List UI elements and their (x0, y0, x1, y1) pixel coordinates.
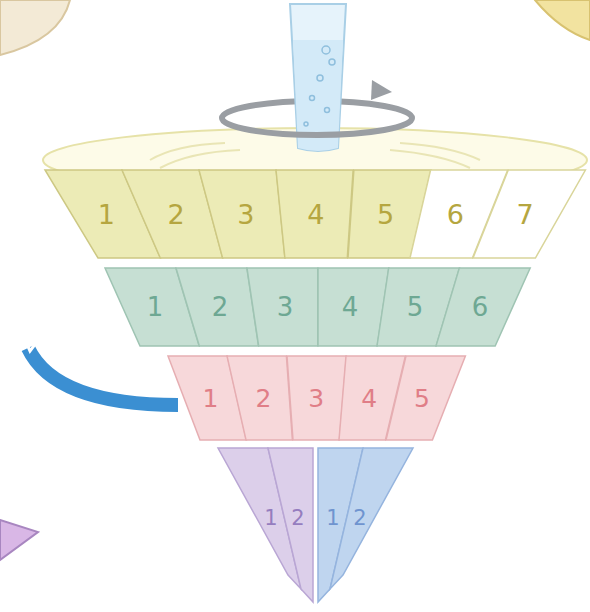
segment-outline (330, 448, 413, 589)
segment-number: 3 (277, 294, 294, 320)
segment-number: 1 (326, 508, 339, 529)
segment-number: 2 (168, 201, 185, 228)
segment-number: 7 (517, 201, 534, 228)
torn-edge (20, 342, 36, 351)
funnel-segment: 5 (386, 356, 465, 440)
segment-outline (247, 268, 318, 346)
bubble (310, 96, 315, 101)
glass (290, 4, 346, 151)
segment-number: 6 (472, 294, 489, 320)
segment-outline (276, 170, 353, 258)
corner-shape (535, 0, 590, 40)
segment-number: 1 (98, 201, 115, 228)
segment-number: 2 (212, 294, 229, 320)
segment-number: 2 (255, 386, 271, 411)
funnel-segment: 3 (287, 356, 346, 440)
segment-number: 5 (407, 294, 424, 320)
segment-number: 3 (237, 201, 254, 228)
funnel-segment: 4 (276, 170, 353, 258)
bubble (325, 108, 330, 113)
funnel-segment: 2 (176, 268, 259, 346)
funnel-segment: 6 (436, 268, 530, 346)
segment-number: 1 (202, 386, 218, 411)
swirl (160, 150, 240, 168)
segment-outline (436, 268, 530, 346)
segment-outline (227, 356, 292, 440)
swirl (390, 150, 470, 168)
segment-number: 2 (353, 508, 366, 529)
bubble (317, 75, 323, 81)
bubble (304, 122, 308, 126)
segment-number: 5 (414, 386, 430, 411)
funnel-segment: 3 (199, 170, 285, 258)
segment-outline (176, 268, 259, 346)
segment-number: 3 (308, 386, 324, 411)
segment-number: 6 (447, 201, 464, 228)
rotation-arrow (222, 118, 412, 135)
corner-shape (0, 0, 70, 55)
segment-number: 1 (264, 508, 277, 529)
bubble (329, 59, 335, 65)
segment-number: 4 (361, 386, 377, 411)
funnel-segment: 3 (247, 268, 318, 346)
bubble (322, 46, 330, 54)
segment-shape (330, 448, 413, 589)
blue-arc (28, 348, 178, 405)
segment-number: 1 (147, 294, 164, 320)
funnel-segment: 7 (473, 170, 585, 258)
segment-outline (199, 170, 285, 258)
segment-outline (287, 356, 346, 440)
segment-outline (473, 170, 585, 258)
segment-number: 5 (377, 201, 394, 228)
segment-number: 4 (342, 294, 359, 320)
funnel-segment: 2 (330, 448, 413, 589)
arrow-head (371, 80, 392, 100)
corner-shape (0, 520, 38, 560)
segment-number: 4 (307, 201, 324, 228)
segment-outline (386, 356, 465, 440)
segment-outline (268, 448, 313, 602)
funnel-segment: 2 (227, 356, 292, 440)
segment-number: 2 (291, 508, 304, 529)
